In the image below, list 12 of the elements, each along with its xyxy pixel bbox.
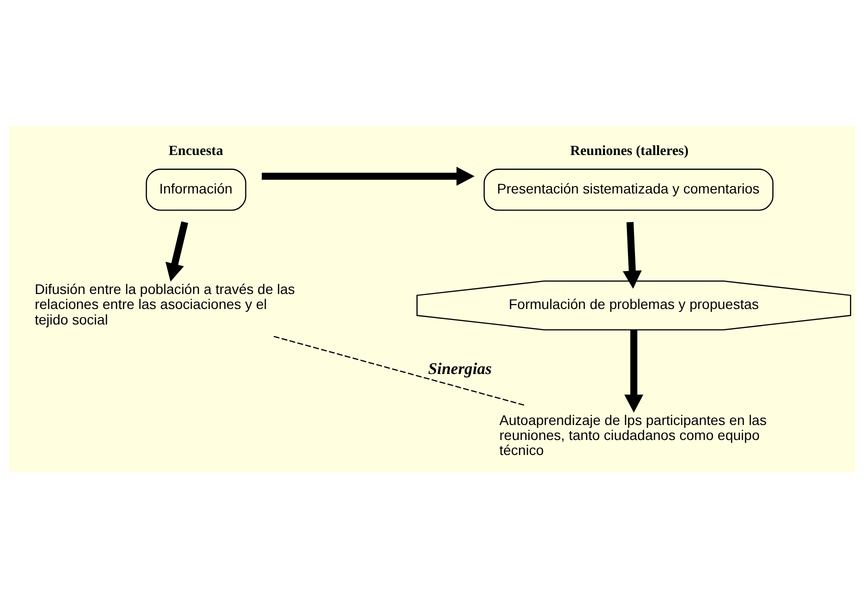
arrow [262, 166, 475, 186]
node-label: Encuesta [168, 143, 224, 158]
arrow [624, 329, 644, 412]
node-box: Información [146, 168, 246, 210]
edge-label: Sinergias [428, 358, 492, 378]
node-box: Presentación sistematizada y comentarios [484, 168, 774, 210]
node-text: Difusión entre la población a través de las relaciones entre las asociaciones y el tejido social [34, 280, 295, 327]
arrow [622, 221, 642, 288]
node-text: Autoaprendizaje de lps participantes en las reuniones, tanto ciudadanos como equipo técnico [499, 411, 767, 458]
node-label: Reuniones (talleres) [570, 143, 689, 158]
connector [274, 335, 526, 406]
arrow [166, 220, 188, 282]
